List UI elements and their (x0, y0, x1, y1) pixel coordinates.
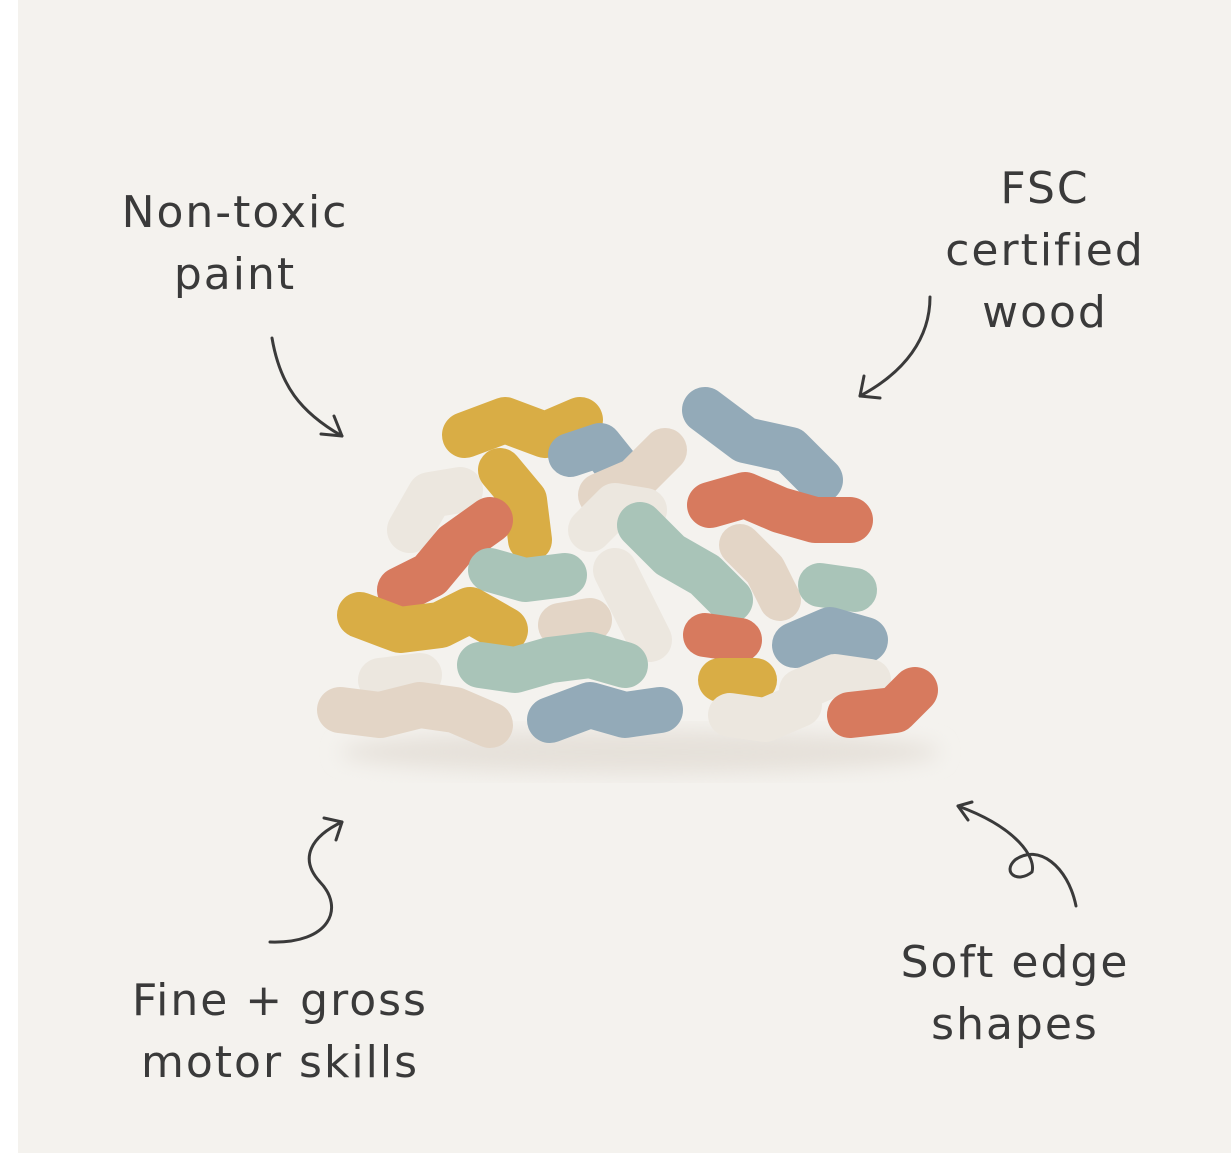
puzzle-piece (377, 497, 513, 613)
callout-fsc-line3: wood (982, 287, 1108, 338)
puzzle-piece (538, 598, 612, 647)
callout-motor-line2: motor skills (140, 1037, 420, 1088)
puzzle-piece (779, 654, 891, 711)
callout-fsc-line1: FSC (1000, 163, 1090, 214)
callout-soft-edge-shapes: Soft edge shapes (870, 932, 1160, 1056)
puzzle-piece (593, 548, 672, 662)
puzzle-piece (617, 502, 753, 623)
callout-motor-line1: Fine + gross (132, 975, 428, 1026)
puzzle-piece (478, 448, 552, 562)
callout-non-toxic-line2: paint (173, 249, 297, 300)
puzzle-piece (719, 524, 801, 621)
arrow-motor-icon (268, 816, 344, 944)
puzzle-piece (442, 397, 603, 458)
callout-non-toxic-paint: Non-toxic paint (100, 182, 370, 306)
puzzle-piece (687, 472, 873, 543)
puzzle-piece (798, 563, 877, 612)
puzzle-piece (772, 607, 888, 668)
puzzle-piece (527, 682, 683, 743)
puzzle-piece (548, 423, 642, 492)
puzzle-piece (682, 387, 843, 503)
puzzle-piece (387, 467, 483, 553)
callout-fsc-line2: certified (945, 225, 1145, 276)
arrow-fsc-icon (858, 295, 932, 400)
arrow-non-toxic-icon (270, 336, 344, 438)
arrow-soft-edge-icon (956, 800, 1078, 908)
callout-fsc-certified-wood: FSC certified wood (920, 158, 1170, 344)
puzzle-piece (457, 632, 648, 693)
puzzle-piece (317, 682, 513, 748)
callout-soft-line2: shapes (931, 999, 1099, 1050)
puzzle-piece (827, 667, 938, 738)
puzzle-piece (358, 653, 442, 702)
puzzle-piece (708, 683, 822, 742)
callout-non-toxic-line1: Non-toxic (121, 187, 349, 238)
wooden-puzzle-pile (317, 387, 938, 748)
callout-soft-line1: Soft edge (900, 937, 1130, 988)
puzzle-piece (468, 548, 587, 602)
puzzle-piece (683, 613, 762, 662)
callout-motor-skills: Fine + gross motor skills (110, 970, 450, 1094)
puzzle-piece (337, 587, 528, 653)
